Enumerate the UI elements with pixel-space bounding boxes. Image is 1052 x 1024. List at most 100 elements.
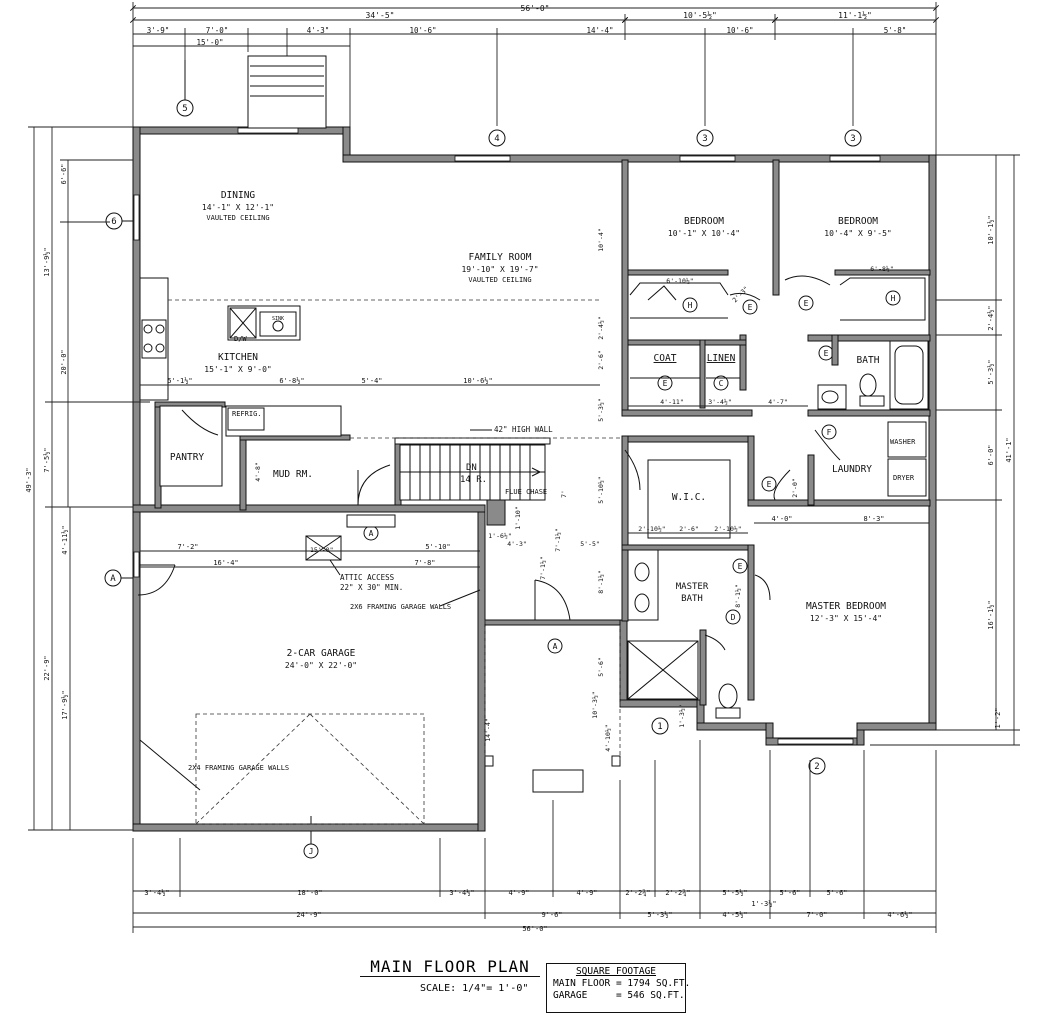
dim-bot-a4: 4'-9" bbox=[508, 889, 529, 897]
dim-int-ctr-7: 8'-1½" bbox=[597, 570, 605, 593]
label-framing-2x6: 2X6 FRAMING GARAGE WALLS bbox=[350, 603, 451, 611]
label-sink: SINK bbox=[272, 316, 284, 322]
room-family-note: VAULTED CEILING bbox=[468, 276, 531, 284]
dim-int-mud: 4'-8" bbox=[254, 462, 262, 482]
dim-int-ctr-6b: 7'-1½" bbox=[554, 528, 562, 551]
label-wic: W.I.C. bbox=[672, 492, 706, 503]
dim-top-seg-4: 10'-6" bbox=[409, 26, 436, 35]
room-labels: DINING 14'-1" X 12'-1" VAULTED CEILING F… bbox=[170, 190, 892, 772]
tag-C-linen: C bbox=[719, 379, 724, 388]
tag-E-master: E bbox=[738, 562, 743, 571]
dim-int-kit-4: 10'-6½" bbox=[463, 377, 493, 385]
door-swings bbox=[137, 275, 841, 651]
tag-E-bath: E bbox=[824, 349, 829, 358]
dim-int-ctr-11: 4'-10½" bbox=[604, 724, 612, 751]
dim-int-gar-3: 16'-4" bbox=[213, 559, 238, 567]
sqft-row-garage: GARAGE = 546 SQ.FT. bbox=[547, 990, 685, 1002]
dim-top-seg-6: 10'-6" bbox=[726, 26, 753, 35]
label-attic-2: 22" X 30" MIN. bbox=[340, 583, 403, 592]
dimensions-interior: 5'-1½" 6'-8½" 5'-4" 10'-6½" 7'-2" 5'-10"… bbox=[140, 228, 929, 752]
room-kitchen-size: 15'-1" X 9'-0" bbox=[204, 365, 271, 374]
label-refrig: REFRIG. bbox=[232, 410, 262, 418]
dim-bot-b4: 4'-5½" bbox=[722, 911, 747, 919]
tag-D-wc: D bbox=[731, 613, 736, 622]
dim-int-flue-1: 1'-6½" bbox=[488, 532, 511, 540]
dim-left-1: 6'-6" bbox=[60, 163, 68, 184]
marker-3b: 3 bbox=[850, 134, 855, 144]
label-framing-2x4: 2X4 FRAMING GARAGE WALLS bbox=[188, 764, 289, 772]
label-coat: COAT bbox=[654, 353, 677, 364]
square-footage-box: SQUARE FOOTAGE MAIN FLOOR = 1794 SQ.FT. … bbox=[546, 963, 690, 1013]
dim-int-ms-1: 4'-0" bbox=[771, 515, 792, 523]
tag-H-bed1: H bbox=[688, 301, 693, 310]
dim-top-seg-5: 14'-4" bbox=[586, 26, 613, 35]
dim-top-overall: 56'-0" bbox=[521, 4, 550, 13]
marker-2: 2 bbox=[814, 762, 819, 772]
label-flue: FLUE CHASE bbox=[505, 488, 547, 496]
label-master-bath-2: BATH bbox=[681, 594, 703, 604]
tag-H-bed2: H bbox=[891, 294, 896, 303]
dim-int-wic-side: 8'-1½" bbox=[734, 584, 742, 607]
marker-5: 5 bbox=[182, 104, 187, 114]
grid-markers: 5 B 4 3 3 6 A A A 1 2 J E E C H E E H E … bbox=[104, 60, 901, 859]
dim-bot-a1: 3'-4½" bbox=[144, 889, 169, 897]
tag-E-coat: E bbox=[663, 379, 668, 388]
room-family-name: FAMILY ROOM bbox=[469, 252, 532, 263]
dim-int-gar-1: 7'-2" bbox=[177, 543, 198, 551]
dim-bot-b3: 5'-3½" bbox=[647, 911, 672, 919]
dim-left-overall: 49'-3" bbox=[25, 467, 33, 492]
dim-bot-b2: 9'-6" bbox=[541, 911, 562, 919]
dim-top-mid-1: 10'-5½" bbox=[683, 10, 717, 20]
dim-int-ctr-3: 2'-6" bbox=[597, 350, 605, 370]
title-block: MAIN FLOOR PLAN SCALE: 1/4"= 1'-0" bbox=[360, 957, 540, 994]
tag-F-laundry: F bbox=[827, 428, 832, 437]
dim-int-flue-3: 5'-5" bbox=[580, 540, 600, 548]
dim-int-bed-2: 6'-8½" bbox=[870, 265, 893, 273]
marker-6: 6 bbox=[111, 217, 116, 227]
label-pantry: PANTRY bbox=[170, 452, 205, 463]
label-bath: BATH bbox=[857, 355, 880, 366]
marker-1: 1 bbox=[657, 722, 662, 732]
marker-A-left: A bbox=[110, 574, 116, 584]
dim-right-6: 1'-2" bbox=[994, 707, 1002, 728]
room-master-name: MASTER BEDROOM bbox=[806, 601, 886, 612]
dim-bot-a3: 3'-4½" bbox=[449, 889, 474, 897]
room-dining-name: DINING bbox=[221, 190, 256, 201]
room-bedroom-2-size: 10'-4" X 9'-5" bbox=[824, 229, 891, 238]
dim-bot-b1: 24'-9" bbox=[296, 911, 321, 919]
label-attic-box: 15'-0" bbox=[310, 546, 333, 554]
dim-bot-b5: 1'-3½" bbox=[751, 900, 776, 908]
marker-A-mud: A bbox=[369, 529, 374, 538]
dim-int-kit-1: 5'-1½" bbox=[167, 377, 192, 385]
label-high-wall: 42" HIGH WALL bbox=[494, 425, 553, 434]
dim-top-mid-2: 11'-1½" bbox=[838, 10, 872, 20]
dim-bot-a5: 4'-9" bbox=[576, 889, 597, 897]
sqft-garage-label: GARAGE bbox=[553, 990, 588, 1001]
dim-top-seg-3: 4'-3" bbox=[307, 26, 330, 35]
dim-bot-a9: 5'-6" bbox=[779, 889, 800, 897]
dim-int-ctr-6: 7'-1½" bbox=[539, 556, 547, 579]
walls bbox=[132, 126, 937, 832]
room-bedroom-1-size: 10'-1" X 10'-4" bbox=[668, 229, 740, 238]
label-master-bath-1: MASTER bbox=[676, 582, 709, 592]
plan-title: MAIN FLOOR PLAN bbox=[360, 957, 540, 977]
dim-int-flue-4: 1'-10" bbox=[514, 506, 522, 529]
room-bedroom-1: BEDROOM 10'-1" X 10'-4" bbox=[668, 216, 740, 238]
dim-top-seg-2: 7'-0" bbox=[206, 26, 229, 35]
label-mud: MUD RM. bbox=[273, 469, 313, 480]
sqft-row-main: MAIN FLOOR = 1794 SQ.FT. bbox=[547, 978, 690, 990]
dimensions-left: 49'-3" 6'-6" 13'-9½" 20'-0" 7'-5½" 4'-11… bbox=[25, 126, 150, 831]
sqft-garage-value: = 546 SQ.FT. bbox=[615, 990, 685, 1001]
dim-int-ctr-2: 2'-4½" bbox=[597, 316, 605, 339]
dim-bot-a10: 5'-6" bbox=[826, 889, 847, 897]
label-washer: WASHER bbox=[890, 438, 916, 446]
label-stair-risers: 14 R. bbox=[460, 475, 487, 485]
label-dw: D/W bbox=[234, 335, 247, 343]
label-attic-1: ATTIC ACCESS bbox=[340, 573, 395, 582]
dim-int-wic-1: 2'-10½" bbox=[638, 525, 665, 533]
dim-int-hall-2: 3'-4½" bbox=[708, 398, 731, 406]
dim-bot-a6: 2'-2¾" bbox=[625, 889, 650, 897]
room-master: MASTER BEDROOM 12'-3" X 15'-4" bbox=[806, 601, 886, 623]
square-footage-heading: SQUARE FOOTAGE bbox=[575, 966, 657, 977]
